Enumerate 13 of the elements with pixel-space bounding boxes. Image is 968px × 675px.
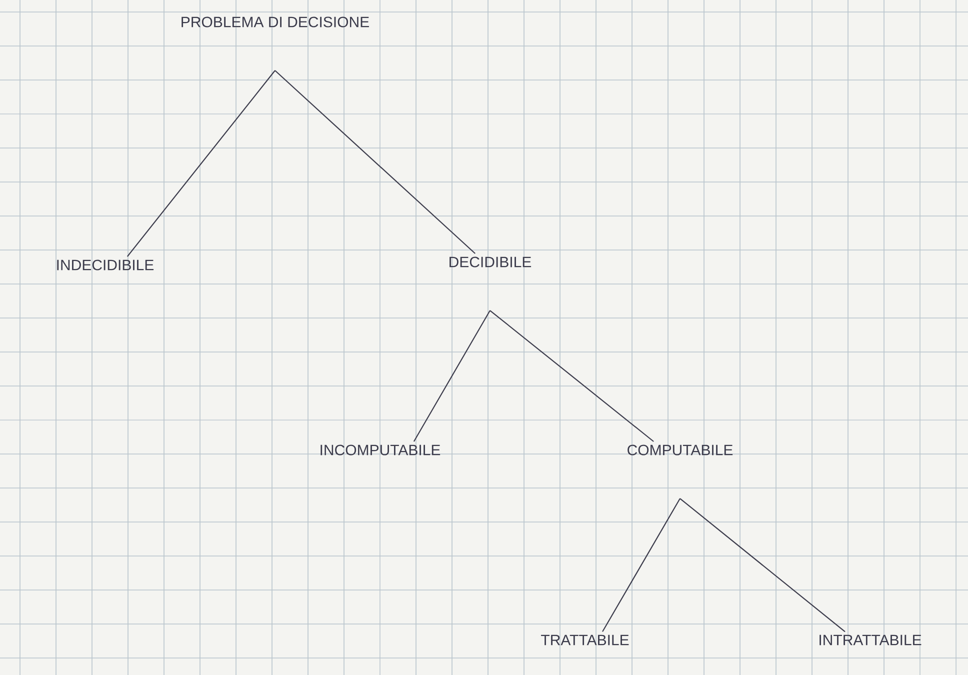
branch-line (274, 70, 476, 254)
branch-line (126, 70, 276, 257)
tree-label: INTRATTABILE (820, 634, 922, 646)
tree-label: COMPUTABILE (628, 444, 733, 456)
tree-label: PROBLEMA DI DECISIONE (182, 16, 369, 28)
branch-line (413, 310, 490, 442)
tree-label: INDECIDIBILE (57, 260, 154, 270)
branch-line (490, 310, 654, 442)
branch-line (680, 498, 846, 632)
tree-label: TRATTABILE (541, 634, 629, 646)
tree-label: DECIDIBILE (450, 256, 532, 268)
tree-label: INCOMPUTABILE (320, 444, 440, 456)
branch-line (602, 498, 680, 632)
